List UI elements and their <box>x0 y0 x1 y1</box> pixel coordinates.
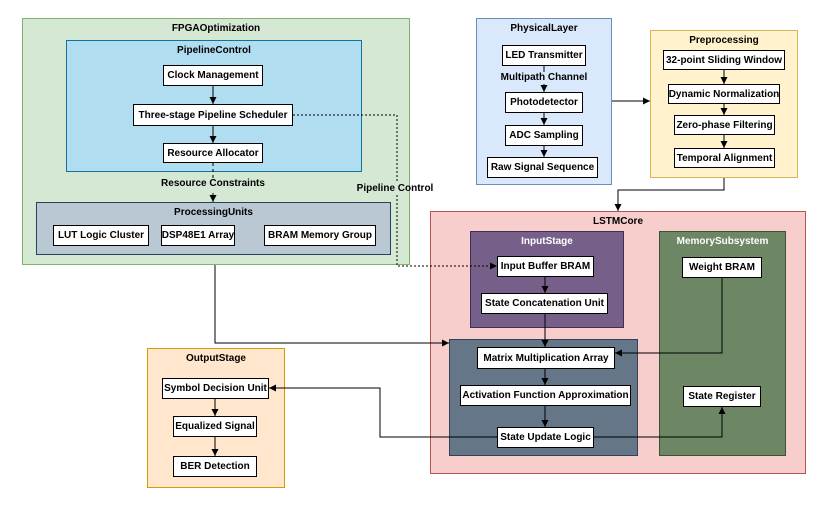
group-title-output-stage: OutputStage <box>186 353 246 364</box>
node-symbol-decision-unit: Symbol Decision Unit <box>162 378 269 399</box>
node-dsp48e1-array: DSP48E1 Array <box>161 225 235 246</box>
group-title-processing-units: ProcessingUnits <box>174 207 253 218</box>
node-state-register: State Register <box>683 386 761 407</box>
node-raw-signal-sequence: Raw Signal Sequence <box>487 157 598 178</box>
group-title-physical-layer: PhysicalLayer <box>510 23 578 34</box>
edge-label-pipeline-control: Pipeline Control <box>356 183 434 195</box>
node-bram-memory-group: BRAM Memory Group <box>264 225 376 246</box>
node-activation-function-approximation: Activation Function Approximation <box>460 385 631 406</box>
node-clock-management: Clock Management <box>163 65 263 86</box>
group-title-input-stage: InputStage <box>521 236 573 247</box>
node-input-buffer-bram: Input Buffer BRAM <box>497 256 594 277</box>
node-state-update-logic: State Update Logic <box>497 427 594 448</box>
node-temporal-alignment: Temporal Alignment <box>674 148 775 168</box>
node-zero-phase-filtering: Zero-phase Filtering <box>674 115 775 135</box>
group-title-lstm-core: LSTMCore <box>593 216 643 227</box>
node-matrix-multiplication-array: Matrix Multiplication Array <box>477 347 615 369</box>
node-sliding-window: 32-point Sliding Window <box>663 50 785 70</box>
node-photodetector: Photodetector <box>505 92 583 113</box>
group-title-preprocessing: Preprocessing <box>689 35 759 46</box>
group-title-fpga-optimization: FPGAOptimization <box>171 23 261 34</box>
edge-label-multipath-channel: Multipath Channel <box>499 72 589 84</box>
node-weight-bram: Weight BRAM <box>682 257 762 278</box>
edge-preprocessing-to-lstm-core <box>614 178 725 211</box>
node-lut-logic-cluster: LUT Logic Cluster <box>53 225 149 246</box>
node-led-transmitter: LED Transmitter <box>502 45 586 66</box>
node-adc-sampling: ADC Sampling <box>505 125 583 146</box>
node-state-concatenation-unit: State Concatenation Unit <box>481 293 608 314</box>
node-pipeline-scheduler: Three-stage Pipeline Scheduler <box>133 104 293 126</box>
node-resource-allocator: Resource Allocator <box>163 143 263 163</box>
group-title-pipeline-control: PipelineControl <box>177 45 251 56</box>
node-equalized-signal: Equalized Signal <box>173 416 257 437</box>
edge-label-resource-constraints: Resource Constraints <box>159 178 267 190</box>
node-dynamic-normalization: Dynamic Normalization <box>668 84 780 104</box>
edge-fpga-to-compute-stage <box>214 265 449 347</box>
group-title-memory-subsystem: MemorySubsystem <box>676 236 769 247</box>
node-ber-detection: BER Detection <box>173 456 257 477</box>
